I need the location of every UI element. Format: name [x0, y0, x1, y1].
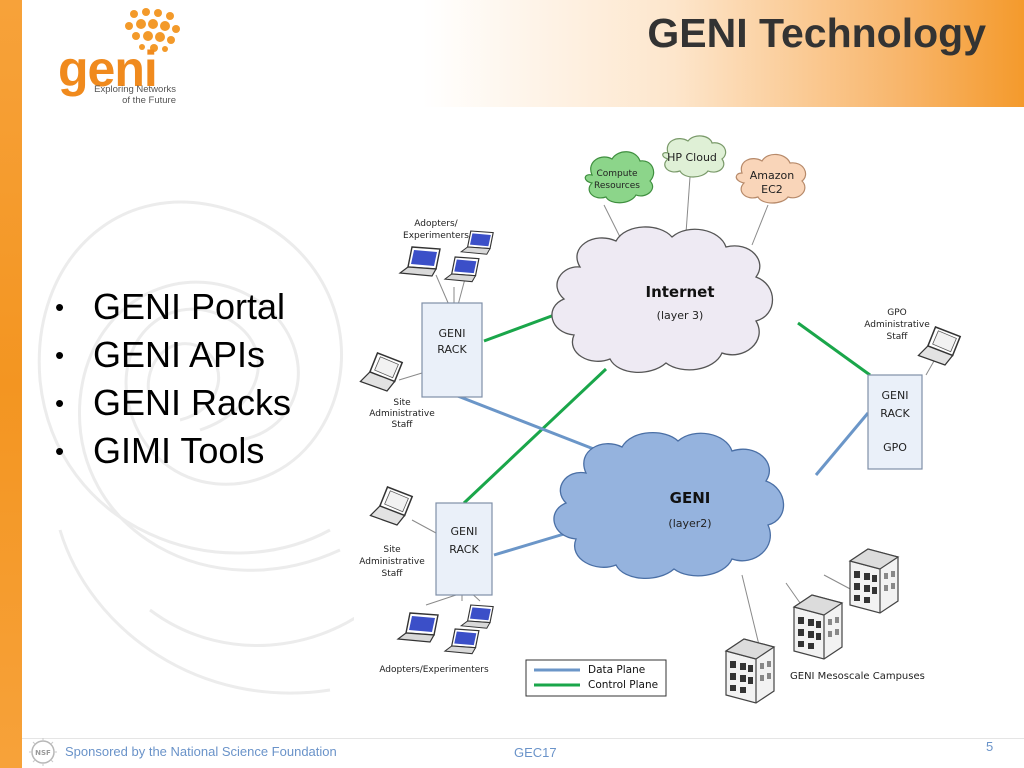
building-icon	[725, 638, 775, 704]
svg-text:GENI: GENI	[439, 327, 466, 340]
building-icon	[793, 594, 843, 660]
svg-text:GENI: GENI	[882, 389, 909, 402]
top-geni-rack: GENI RACK	[421, 302, 483, 398]
svg-text:RACK: RACK	[437, 343, 467, 356]
laptop-icon	[397, 612, 439, 643]
bullet-item: •GENI APIs	[55, 334, 266, 375]
site-staff-bottom-label-1: Site	[383, 545, 401, 555]
bullet-list: •GENI Portal •GENI APIs •GENI Racks •GIM…	[55, 283, 291, 475]
hp-cloud: HP Cloud	[662, 135, 727, 178]
laptop-icon	[460, 604, 494, 629]
compute-cloud-label-1: Compute	[596, 169, 638, 179]
logo-wordmark: geni	[58, 41, 158, 97]
laptop-icon	[359, 352, 403, 392]
legend: Data Plane Control Plane	[525, 659, 667, 697]
logo-dots-icon	[125, 8, 180, 52]
adopters-top-label-2: Experimenters	[403, 231, 469, 241]
compute-cloud-label-2: Resources	[594, 181, 640, 191]
internet-cloud-title: Internet	[645, 283, 714, 301]
hp-cloud-label: HP Cloud	[667, 151, 717, 164]
nsf-logo-icon: NSF	[29, 738, 57, 766]
diagram-background	[354, 135, 814, 705]
site-staff-top-label-2: Administrative	[369, 409, 435, 419]
footer-divider	[22, 738, 1024, 739]
geni-cloud-subtitle: (layer2)	[668, 517, 711, 530]
gpo-staff-label-3: Staff	[887, 332, 909, 342]
gpo-staff-label-2: Administrative	[864, 320, 930, 330]
svg-text:GPO: GPO	[883, 441, 907, 454]
svg-text:RACK: RACK	[880, 407, 910, 420]
legend-data-plane-label: Data Plane	[588, 664, 645, 676]
gpo-staff-label-1: GPO	[887, 308, 907, 318]
adopters-bottom-label: Adopters/Experimenters	[379, 665, 489, 675]
compute-resources-cloud: Compute Resources	[584, 151, 655, 204]
footer-event: GEC17	[514, 745, 557, 760]
campuses-label: GENI Mesoscale Campuses	[790, 671, 925, 682]
footer-sponsor: Sponsored by the National Science Founda…	[65, 744, 337, 759]
site-staff-bottom-label-2: Administrative	[359, 557, 425, 567]
internet-cloud: Internet (layer 3)	[551, 226, 773, 374]
legend-control-plane-label: Control Plane	[588, 679, 658, 691]
amazon-cloud-label-2: EC2	[761, 183, 783, 196]
laptop-icon	[444, 256, 480, 283]
geni-network-diagram: Compute Resources HP Cloud Amazon EC2 In…	[359, 135, 961, 704]
geni-logo: geni Exploring Networks of the Future	[52, 8, 192, 108]
bullet-item: •GENI Portal	[55, 286, 286, 327]
laptop-icon	[444, 628, 480, 655]
laptop-icon	[369, 486, 413, 526]
geni-cloud: GENI (layer2)	[553, 431, 785, 580]
laptop-icon	[399, 246, 441, 277]
gpo-geni-rack: GENI RACK GPO	[867, 374, 923, 470]
geni-cloud-title: GENI	[670, 489, 711, 507]
internet-cloud-subtitle: (layer 3)	[657, 309, 704, 322]
svg-text:GENI: GENI	[451, 525, 478, 538]
site-staff-top-label-1: Site	[393, 398, 411, 408]
bottom-geni-rack: GENI RACK	[435, 502, 493, 596]
site-staff-bottom-label-3: Staff	[382, 569, 404, 579]
bullet-item: •GIMI Tools	[55, 430, 265, 471]
left-accent-bar	[0, 0, 22, 768]
page-number: 5	[986, 739, 994, 754]
slide-title: GENI Technology	[647, 10, 986, 56]
laptop-icon	[917, 326, 961, 366]
header-band	[22, 0, 1024, 107]
data-plane-links	[449, 391, 870, 557]
nsf-logo-text: NSF	[35, 749, 51, 757]
site-staff-top-label-3: Staff	[392, 420, 414, 430]
amazon-cloud-label-1: Amazon	[750, 169, 794, 182]
bullet-item: •GENI Racks	[55, 382, 292, 423]
building-icon	[849, 548, 899, 614]
amazon-ec2-cloud: Amazon EC2	[735, 153, 807, 204]
adopters-top-label-1: Adopters/	[414, 219, 458, 229]
logo-tagline: Exploring Networks of the Future	[94, 84, 176, 106]
svg-text:RACK: RACK	[449, 543, 479, 556]
